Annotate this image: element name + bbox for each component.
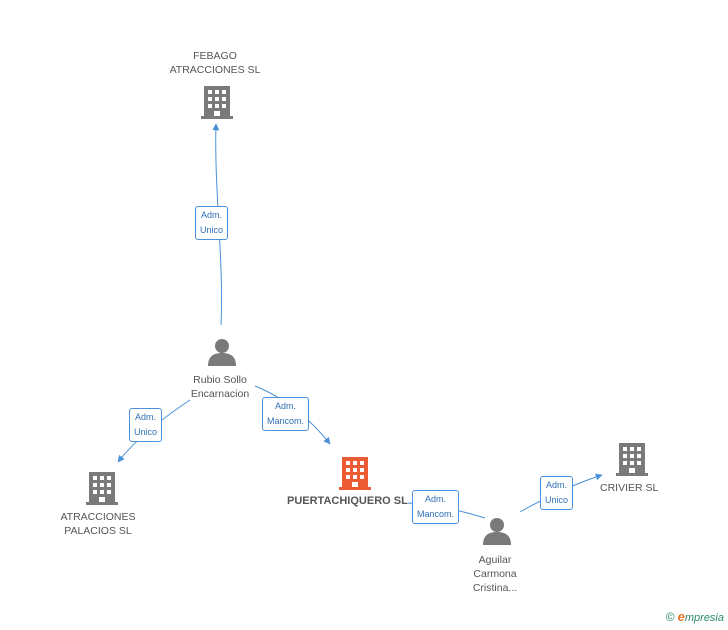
brand-name: mpresia: [684, 612, 724, 624]
node-puertachiquero-label: PUERTACHIQUERO SL: [287, 495, 408, 507]
node-palacios-label: ATRACCIONES PALACIOS SL: [60, 511, 136, 537]
relation-badge-rubio-puerta[interactable]: Adm. Mancom.: [262, 397, 310, 431]
relation-badge-aguilar-puerta[interactable]: Adm. Mancom.: [412, 490, 460, 524]
node-aguilar-label: Aguilar Carmona Cristina...: [472, 554, 518, 594]
building-icon[interactable]: [86, 470, 118, 506]
person-icon[interactable]: [482, 517, 512, 545]
brand-initial: e: [677, 609, 685, 624]
brand-footer: ©empresia: [666, 609, 724, 624]
relation-badge-rubio-febago[interactable]: Adm. Unico: [195, 206, 229, 240]
building-icon[interactable]: [339, 455, 371, 491]
copyright-icon: ©: [665, 610, 675, 624]
person-icon[interactable]: [207, 338, 237, 366]
node-febago-label: FEBAGO ATRACCIONES SL: [169, 50, 261, 76]
building-icon[interactable]: [616, 441, 648, 477]
node-crivier-label: CRIVIER SL: [600, 482, 659, 494]
building-icon[interactable]: [201, 84, 233, 120]
relation-badge-rubio-palacios[interactable]: Adm. Unico: [129, 408, 163, 442]
relation-badge-aguilar-crivier[interactable]: Adm. Unico: [540, 476, 574, 510]
node-rubio-label: Rubio Sollo Encarnacion: [190, 374, 250, 400]
